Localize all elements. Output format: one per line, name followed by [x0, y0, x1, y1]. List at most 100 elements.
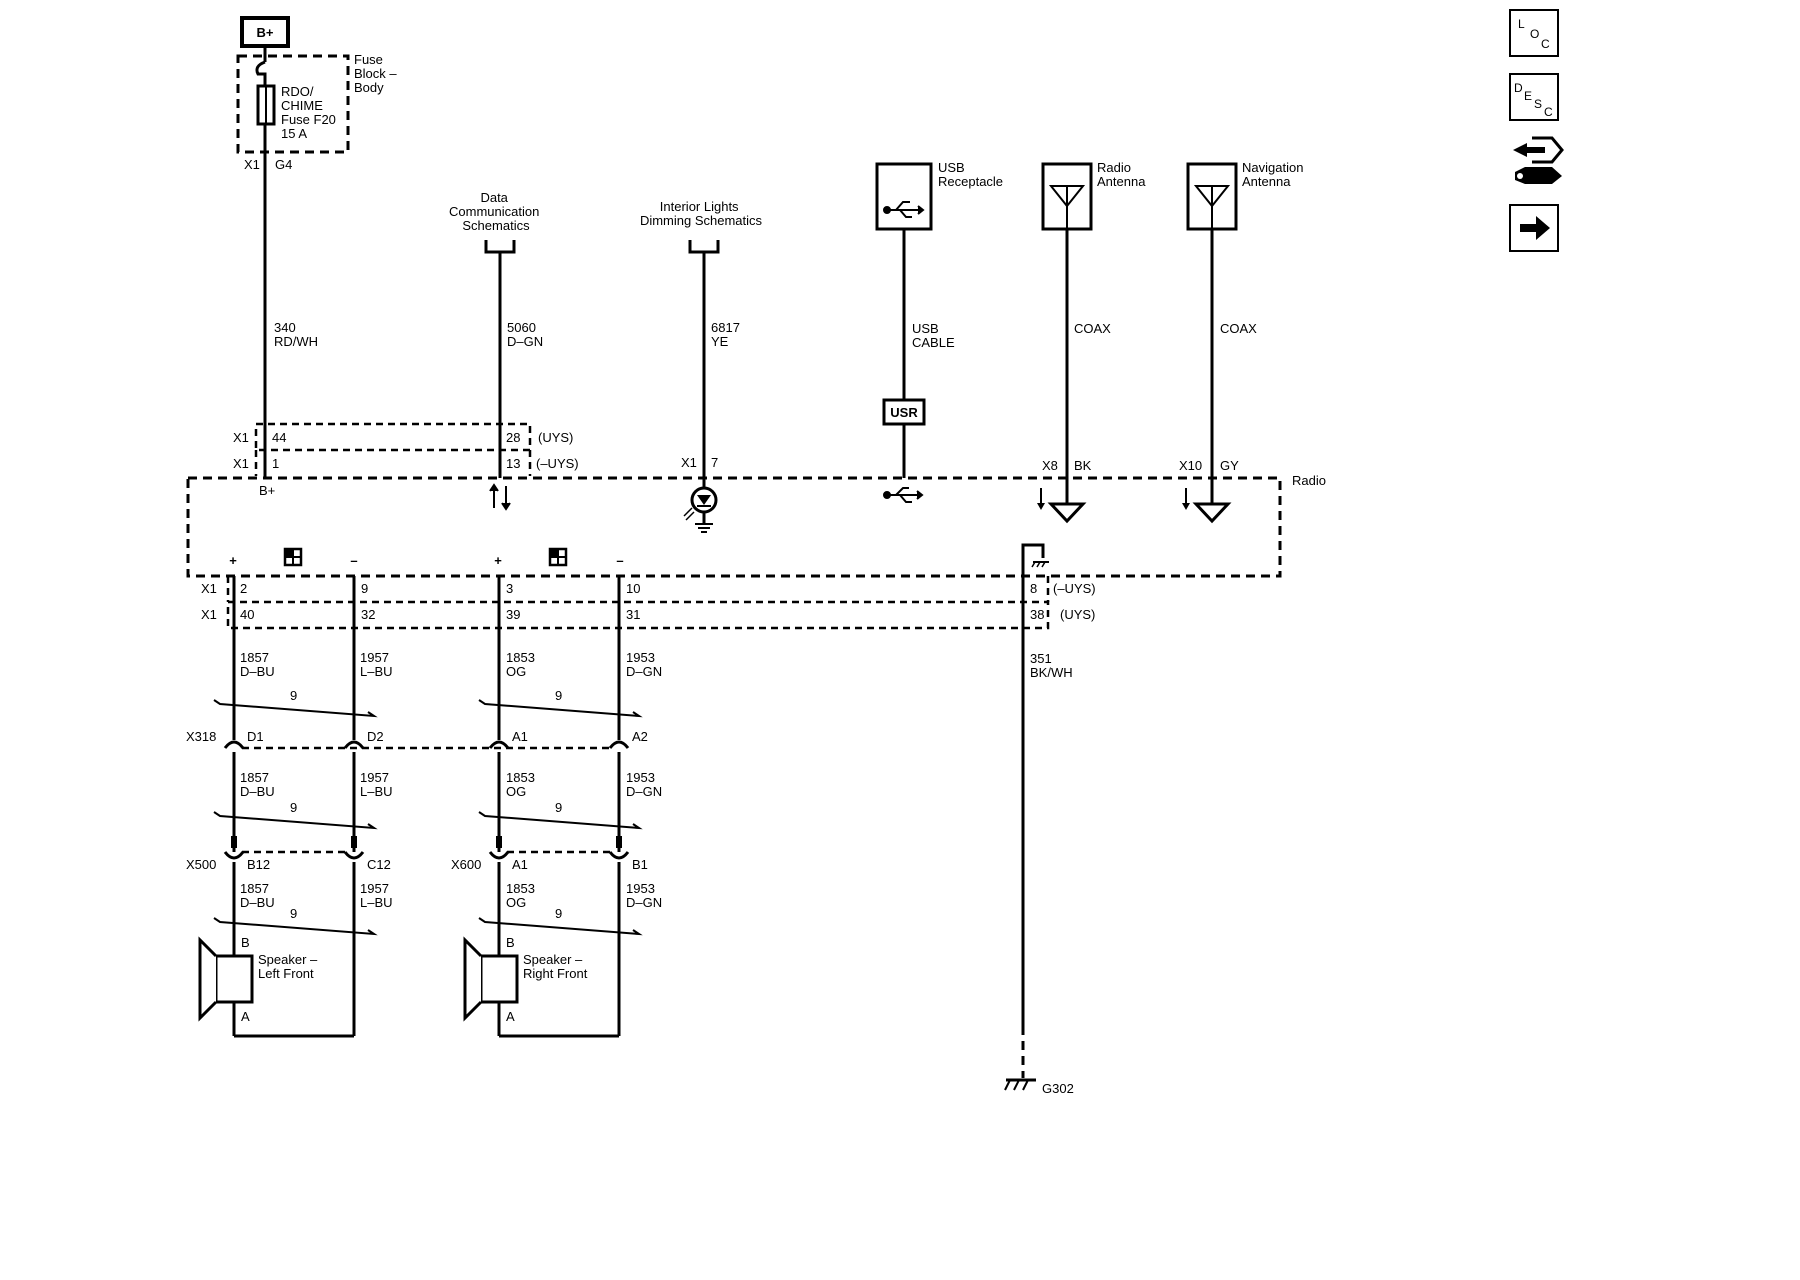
x1-label-top-2: X1 [233, 456, 249, 471]
pin-lf-minus-b: 32 [361, 607, 375, 622]
svg-text:S: S [1534, 97, 1542, 111]
speaker-rf-name: Speaker – Right Front [523, 952, 588, 981]
usb-icon [883, 201, 925, 218]
speaker-rf-pin-a: A [506, 1009, 515, 1024]
x1-uys-option-outline [254, 422, 532, 452]
pin-ground-b: 38 [1030, 607, 1044, 622]
x318-connector-icon [223, 740, 630, 749]
dimming-link-icon [688, 240, 720, 254]
ground-g302-icon [1004, 1078, 1036, 1091]
nav-antenna-title: Navigation Antenna [1242, 160, 1307, 189]
not-uys-option-label-top: (–UYS) [536, 456, 579, 471]
dimming-wire-label: 6817 YE [711, 320, 744, 349]
radio-antenna-input-icon [1037, 488, 1087, 524]
x1-pin-7: 7 [711, 455, 718, 470]
x318-pin-d1: D1 [247, 729, 264, 744]
x8-pin: BK [1074, 458, 1092, 473]
x500-label: X500 [186, 857, 216, 872]
x10-label: X10 [1179, 458, 1202, 473]
fuse-block-title: Fuse Block – Body [354, 52, 400, 95]
x1-pin-28: 28 [506, 430, 520, 445]
fuse-f20-label: RDO/ CHIME Fuse F20 15 A [281, 84, 340, 141]
pin-lf-plus-b: 40 [240, 607, 254, 622]
twist-count-lf-1: 9 [290, 688, 297, 703]
svg-text:C: C [1544, 105, 1553, 119]
twist-count-rf-1: 9 [555, 688, 562, 703]
pin-lf-plus-a: 2 [240, 581, 247, 596]
svg-text:E: E [1524, 89, 1532, 103]
data-comm-wire-label: 5060 D–GN [507, 320, 543, 349]
pin-rf-plus-a: 3 [506, 581, 513, 596]
ground-wire-label: 351 BK/WH [1030, 651, 1073, 680]
twist-marker [213, 699, 643, 936]
x600-connector-icon [488, 851, 630, 860]
uys-option-label-bottom: (UYS) [1060, 607, 1095, 622]
lf-amplifier-icon [283, 547, 303, 567]
pin-ground-a: 8 [1030, 581, 1037, 596]
x1-label-bottom-1: X1 [201, 581, 217, 596]
speaker-right-front-icon [463, 936, 519, 1022]
radio-antenna-coax-label: COAX [1074, 321, 1111, 336]
usb-title: USB Receptacle [938, 160, 1003, 189]
lf-minus-wire [234, 576, 356, 1038]
x600-label: X600 [451, 857, 481, 872]
x500-connector-icon [223, 851, 365, 860]
fuse-block-pin: G4 [275, 157, 292, 172]
x318-pin-d2: D2 [367, 729, 384, 744]
b-plus-pin-label: B+ [259, 483, 275, 498]
twist-count-rf-3: 9 [555, 906, 562, 921]
speaker-lf-pin-b: B [241, 935, 250, 950]
radio-antenna-title: Radio Antenna [1097, 160, 1146, 189]
x318-label: X318 [186, 729, 216, 744]
power-wire-label: 340 RD/WH [274, 320, 318, 349]
rf-plus-symbol: + [494, 553, 502, 568]
radio-module-outline [186, 476, 1282, 578]
x600-pin-a1: A1 [512, 857, 528, 872]
speaker-left-front-icon [198, 936, 254, 1022]
rf-minus-wire [499, 576, 621, 1038]
x600-pin-b1: B1 [632, 857, 648, 872]
nav-antenna-coax-label: COAX [1220, 321, 1257, 336]
svg-text:L: L [1518, 17, 1525, 31]
dimming-driver-icon [683, 486, 718, 533]
twist-count-rf-2: 9 [555, 800, 562, 815]
pin-lf-minus-a: 9 [361, 581, 368, 596]
x318-pin-a2: A2 [632, 729, 648, 744]
radio-module-label: Radio [1292, 473, 1326, 488]
fuse-block-connector: X1 [244, 157, 260, 172]
x500-pin-b12: B12 [247, 857, 270, 872]
pin-rf-minus-a: 10 [626, 581, 640, 596]
twist-count-lf-3: 9 [290, 906, 297, 921]
desc-button[interactable]: D E S C [1509, 73, 1559, 121]
data-line-arrows-icon [489, 483, 511, 511]
rf-minus-symbol: – [616, 553, 623, 568]
twist-count-lf-2: 9 [290, 800, 297, 815]
lf-minus-symbol: – [350, 553, 357, 568]
fuse-block-bus-icon [255, 60, 267, 86]
speaker-lf-name: Speaker – Left Front [258, 952, 321, 981]
x500-pin-c12: C12 [367, 857, 391, 872]
x1-label-top-1: X1 [233, 430, 249, 445]
radio-internal-ground-icon [1021, 543, 1049, 582]
x1-label-bottom-2: X1 [201, 607, 217, 622]
ground-g302-label: G302 [1042, 1081, 1074, 1096]
fuse-block-outline [236, 54, 350, 154]
loc-button[interactable]: L O C [1509, 9, 1559, 57]
x1-pin-13: 13 [506, 456, 520, 471]
uys-option-label-top: (UYS) [538, 430, 573, 445]
radio-usb-icon [883, 487, 924, 503]
wrench-connector-icon[interactable] [1513, 136, 1564, 184]
x1-pin-1: 1 [272, 456, 279, 471]
nav-antenna-icon [1193, 185, 1231, 229]
speaker-lf-pin-a: A [241, 1009, 250, 1024]
arrow-right-icon[interactable] [1509, 204, 1559, 252]
x1-speaker-option-outline [226, 600, 1050, 630]
